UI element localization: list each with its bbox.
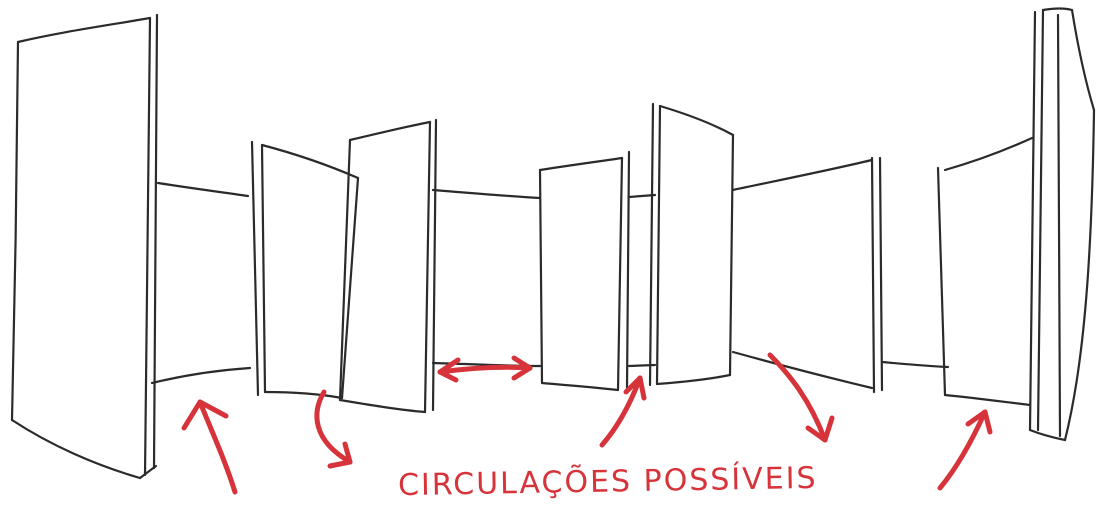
wall-panel-8 [1030,9,1094,441]
rail-6-7-bottom [882,362,948,367]
rail-3-4-top [433,190,540,198]
panel-linework [12,9,1094,479]
wall-panel-6 [872,158,882,392]
wall-panel-7 [938,138,1032,405]
wall-panel-1 [12,15,157,478]
arrow-curve-down [317,392,350,466]
wall-panel-4 [540,152,629,390]
rail-1-2-top [158,183,248,196]
wall-panel-5 [650,104,733,385]
rail-5-6-bottom [733,352,872,388]
arrow-down-right [770,355,832,440]
rail-1-2-bottom [152,368,250,383]
arrow-double-horizontal [440,358,530,380]
arrow-up-left [184,402,235,492]
caption-text: CIRCULAÇÕES POSSÍVEIS [398,459,818,503]
wall-panel-3 [340,120,436,412]
rail-5-6-top [733,160,872,190]
arrow-up-right [940,412,990,488]
